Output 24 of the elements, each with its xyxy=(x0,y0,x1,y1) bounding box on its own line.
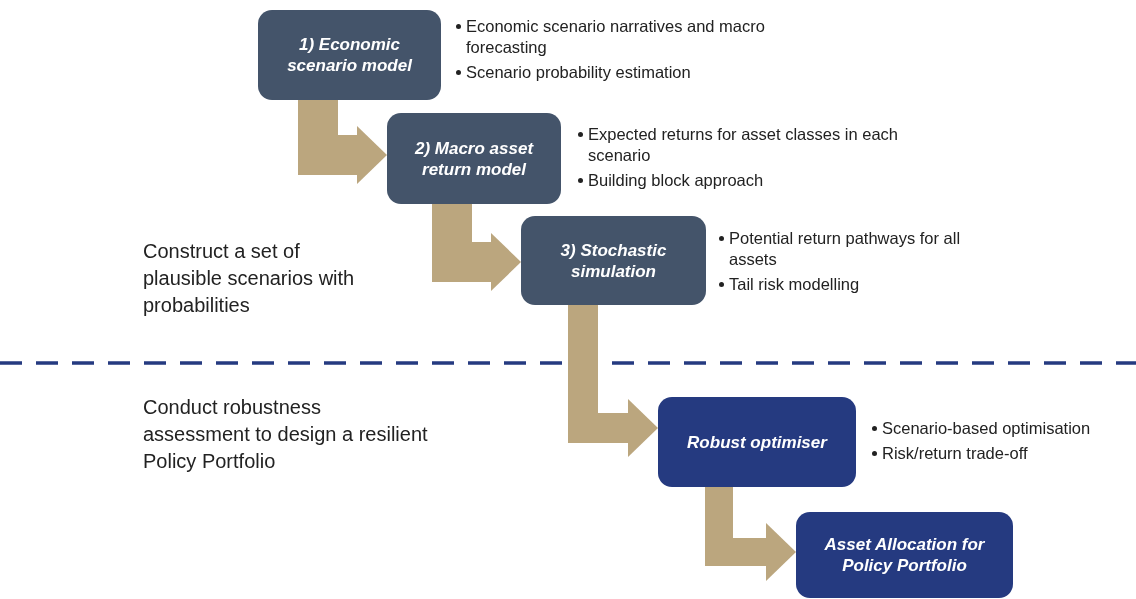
block-arrow xyxy=(705,487,796,581)
box-title: 1) Economic scenario model xyxy=(286,34,414,76)
box-title: Asset Allocation for Policy Portfolio xyxy=(823,534,986,576)
bullet-text: Potential return pathways for all assets xyxy=(718,228,978,270)
bullet-text: Scenario-based optimisation xyxy=(871,418,1133,439)
process-box xyxy=(796,512,1013,598)
section-note: Construct a set of plausible scenarios with probabilities xyxy=(143,239,356,318)
bullet-text: Expected returns for asset classes in each scenario xyxy=(577,124,907,166)
process-box xyxy=(387,113,561,204)
bullet-text: Tail risk modelling xyxy=(718,274,978,295)
block-arrow xyxy=(298,100,387,184)
bullet-text: Economic scenario narratives and macro forecasting xyxy=(455,16,775,58)
box-title: Robust optimiser xyxy=(687,431,827,453)
bullet-text: Scenario probability estimation xyxy=(455,62,775,83)
process-box xyxy=(521,216,706,305)
block-arrow xyxy=(568,305,658,457)
process-box xyxy=(658,397,856,487)
bullet-text: Risk/return trade-off xyxy=(871,443,1133,464)
box-title: 2) Macro asset return model xyxy=(413,137,535,180)
box-title: 3) Stochastic simulation xyxy=(559,239,668,282)
block-arrow xyxy=(432,204,521,291)
process-box xyxy=(258,10,441,100)
bullet-text: Building block approach xyxy=(577,170,907,191)
section-note: Conduct robustness assessment to design a resilient Policy Portfolio xyxy=(143,395,429,474)
